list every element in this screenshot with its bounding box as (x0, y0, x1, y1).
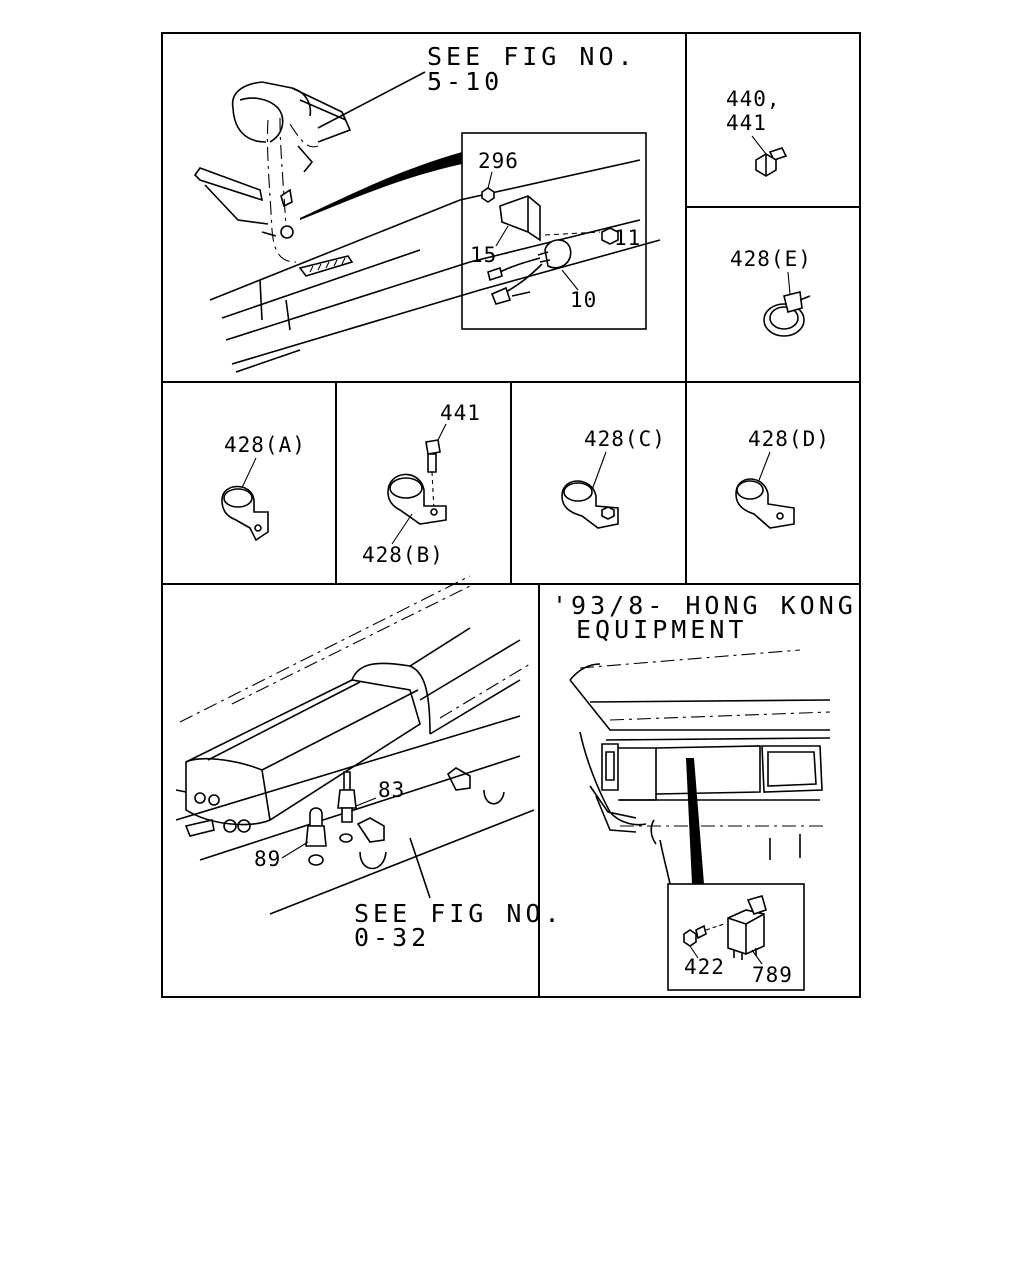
part-label-428b: 428(B) (362, 543, 444, 567)
part-label-89: 89 (254, 847, 281, 871)
horn-detail-drawing (481, 187, 619, 305)
clip-b-drawing (387, 439, 447, 525)
dashboard-drawing (569, 649, 831, 885)
ref-text-line3: SEE FIG NO. (354, 899, 564, 928)
bolt-drawing (755, 147, 788, 177)
panel-clip-428d: 428(D) (735, 427, 830, 529)
part-label-15: 15 (470, 243, 497, 267)
part-label-11: 11 (614, 226, 641, 250)
panel-harness-horn: SEE FIG NO. 5-10 (193, 42, 661, 373)
ref-text-line4: 0-32 (354, 923, 430, 952)
cable-tie-drawing (763, 291, 811, 337)
panel-clip-428a: 428(A) (221, 433, 306, 542)
part-label-789: 789 (752, 963, 793, 987)
relay-detail-drawing (683, 895, 767, 960)
harness-cylinder-drawing (193, 81, 661, 373)
part-label-422: 422 (684, 955, 725, 979)
part-label-428e: 428(E) (730, 247, 812, 271)
part-label-10: 10 (570, 288, 597, 312)
sensor-83-drawing (337, 771, 357, 843)
panel-tie-428e: 428(E) (730, 247, 812, 337)
diagram-frames (161, 32, 861, 998)
part-label-440: 440, (726, 87, 781, 111)
part-label-441-top: 441 (726, 111, 767, 135)
part-label-428a: 428(A) (224, 433, 306, 457)
part-label-296: 296 (478, 149, 519, 173)
part-label-441: 441 (440, 401, 481, 425)
clip-d-drawing (735, 478, 795, 529)
ref-text-line2: 5-10 (427, 67, 503, 96)
panel-clip-428b: 441 428(B) (362, 401, 481, 567)
part-label-428d: 428(D) (748, 427, 830, 451)
part-label-83: 83 (378, 778, 405, 802)
note-text-line1: '93/8- HONG KONG (552, 591, 857, 620)
engine-drawing (175, 575, 535, 915)
panel-clip-428c: 428(C) (561, 427, 666, 529)
note-text-line2: EQUIPMENT (576, 615, 747, 644)
panel-engine-sensors: 83 89 SEE FIG NO. 0-32 (175, 575, 564, 952)
panel-bolt-440: 440, 441 (726, 87, 788, 177)
panel-relay: '93/8- HONG KONG EQUIPMENT (552, 591, 857, 991)
sensor-89-drawing (305, 807, 327, 866)
part-label-428c: 428(C) (584, 427, 666, 451)
ref-text-line1: SEE FIG NO. (427, 42, 637, 71)
clip-c-drawing (561, 480, 619, 529)
clip-a-drawing (221, 485, 269, 542)
